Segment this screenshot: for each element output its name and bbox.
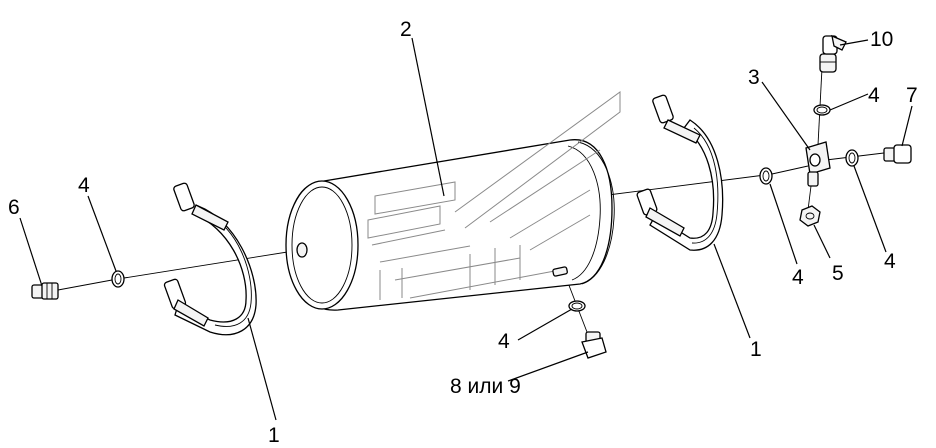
fitting-part-6 xyxy=(31,282,59,300)
tee-fitting-part-3 xyxy=(805,141,831,187)
strap-clamp-part-1-right xyxy=(636,94,724,251)
nut-part-5 xyxy=(799,205,821,227)
label-part-6: 6 xyxy=(8,196,20,219)
label-part-4-top: 4 xyxy=(868,84,880,107)
label-part-2: 2 xyxy=(400,18,412,41)
tank-label-plate xyxy=(367,91,621,300)
washer-part-4-left xyxy=(111,270,125,288)
label-part-8-or-9: 8 или 9 xyxy=(450,375,521,398)
air-tank-part-2 xyxy=(285,91,621,311)
washer-part-4-right xyxy=(845,149,859,167)
strap-clamp-part-1-left xyxy=(163,182,257,336)
valve-part-10 xyxy=(819,34,847,73)
label-part-1-right: 1 xyxy=(750,338,762,361)
label-part-4-tank-right: 4 xyxy=(792,266,804,289)
drain-valve-part-8-or-9 xyxy=(581,331,607,359)
label-part-1-left: 1 xyxy=(268,424,280,447)
washer-part-4-tank-right xyxy=(759,167,773,185)
washer-part-4-bottom xyxy=(568,300,586,312)
label-part-3: 3 xyxy=(748,66,760,89)
label-part-4-right: 4 xyxy=(884,250,896,273)
leader-lines xyxy=(19,37,913,421)
label-part-4-left: 4 xyxy=(78,174,90,197)
label-part-10: 10 xyxy=(870,28,893,51)
label-part-4-bottom: 4 xyxy=(498,330,510,353)
washer-part-4-top xyxy=(813,104,831,116)
plug-part-7 xyxy=(883,144,912,164)
label-part-5: 5 xyxy=(832,262,844,285)
label-part-7: 7 xyxy=(906,84,918,107)
callout-labels: 6 4 1 2 4 8 или 9 1 4 3 4 5 4 7 10 xyxy=(8,18,918,447)
